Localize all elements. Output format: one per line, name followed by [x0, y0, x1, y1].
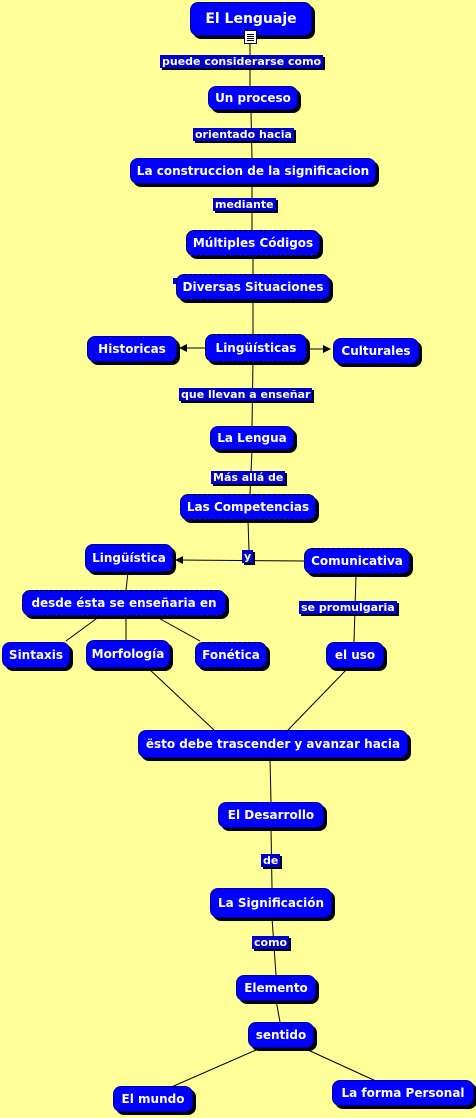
concept-construccion[interactable]: La construccion de la significacion	[130, 158, 376, 184]
concept-historicas[interactable]: Historicas	[87, 336, 177, 362]
link-se-promulgaria[interactable]: se promulgaria	[299, 601, 397, 614]
link-mediante[interactable]: mediante	[213, 198, 276, 211]
concept-comunicativa[interactable]: Comunicativa	[304, 548, 410, 574]
link-y[interactable]: y	[242, 550, 254, 563]
link-de[interactable]: de	[261, 854, 281, 867]
concept-un-proceso[interactable]: Un proceso	[208, 86, 298, 110]
link-que-llevan[interactable]: que llevan a enseñar	[179, 388, 313, 401]
concept-el-uso[interactable]: el uso	[326, 642, 384, 668]
concept-elemento[interactable]: Elemento	[236, 975, 316, 1001]
concept-las-competencias[interactable]: Las Competencias	[180, 494, 316, 520]
concept-multiples-codigos[interactable]: Múltiples Códigos	[186, 230, 320, 256]
concept-la-lengua[interactable]: La Lengua	[210, 426, 294, 450]
concept-forma-personal[interactable]: La forma Personal	[332, 1080, 474, 1106]
link-mas-alla[interactable]: Más allá de	[211, 471, 286, 484]
concept-fonetica[interactable]: Fonética	[195, 642, 267, 668]
concept-el-mundo[interactable]: El mundo	[113, 1086, 193, 1112]
concept-diversas-situaciones[interactable]: Diversas Situaciones	[176, 274, 330, 300]
concept-linguisticas[interactable]: Lingüísticas	[205, 334, 307, 362]
concept-desde-esta[interactable]: desde ésta se enseñaria en	[22, 590, 226, 616]
concept-el-desarrollo[interactable]: El Desarrollo	[218, 802, 324, 828]
concept-esto-debe[interactable]: ësto debe trascender y avanzar hacia	[138, 730, 408, 758]
concept-la-significacion[interactable]: La Significación	[210, 888, 332, 918]
concept-morfologia[interactable]: Morfología	[86, 640, 170, 668]
document-icon[interactable]	[244, 30, 257, 44]
concept-culturales[interactable]: Culturales	[333, 338, 419, 364]
link-puede-considerarse[interactable]: puede considerarse como	[160, 55, 324, 68]
link-orientado-hacia[interactable]: orientado hacia	[193, 128, 294, 141]
concept-sintaxis[interactable]: Sintaxis	[2, 642, 70, 668]
concept-el-lenguaje[interactable]: El Lenguaje	[190, 2, 312, 36]
concept-sentido[interactable]: sentido	[248, 1022, 314, 1048]
concept-linguistica[interactable]: Lingüística	[85, 544, 173, 572]
link-como[interactable]: como	[252, 936, 290, 949]
